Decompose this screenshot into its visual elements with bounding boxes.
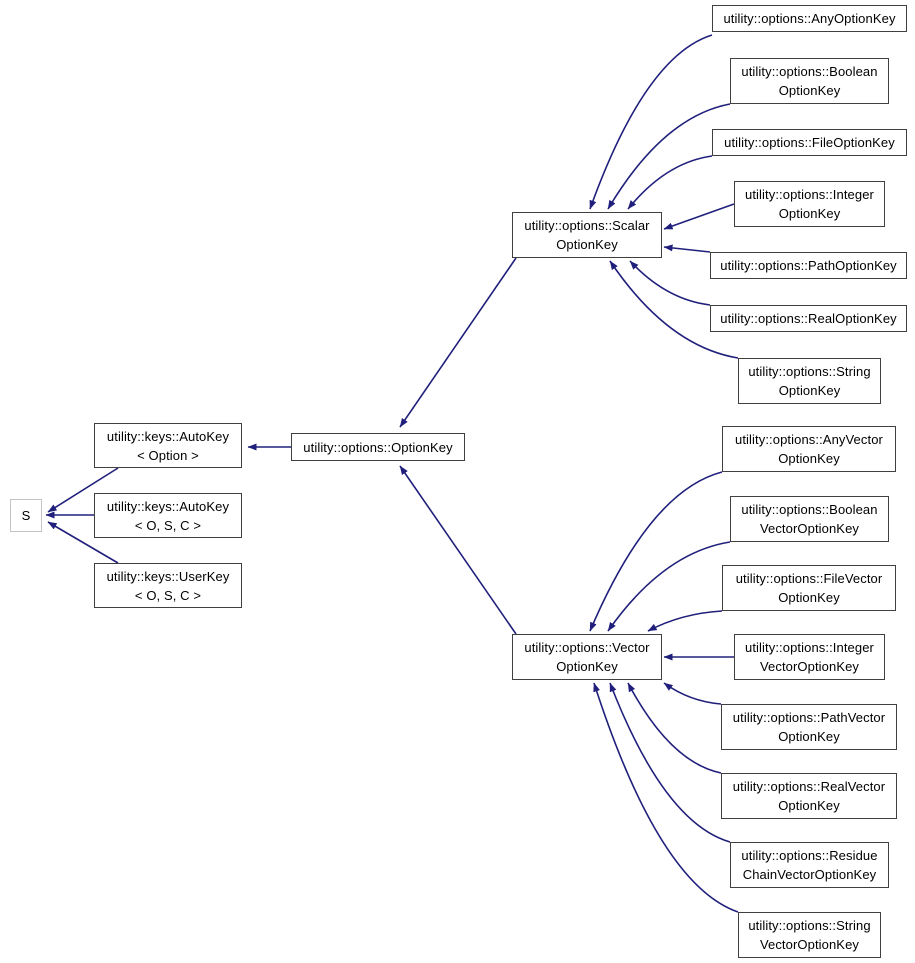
class-node-stringvector-optionkey[interactable]: utility::options::String VectorOptionKey [738,912,881,958]
inheritance-edge [627,155,713,210]
inheritance-edge [607,103,731,210]
class-node-label: utility::keys::UserKey < O, S, C > [106,568,230,603]
class-node-label: utility::options::PathVector OptionKey [732,710,886,744]
class-node-label: utility::options::Boolean VectorOptionKe… [741,502,878,536]
class-node-integervector-optionkey[interactable]: utility::options::Integer VectorOptionKe… [734,634,885,680]
class-node-path-optionkey[interactable]: utility::options::PathOptionKey [710,252,907,279]
class-node-booleanvector-optionkey[interactable]: utility::options::Boolean VectorOptionKe… [730,496,889,542]
class-node-label: utility::options::RealVector OptionKey [732,779,886,813]
class-node-anyvector-optionkey[interactable]: utility::options::AnyVector OptionKey [722,426,896,472]
class-node-userkey-osc[interactable]: utility::keys::UserKey < O, S, C > [94,563,242,608]
class-node-label: utility::options::PathOptionKey [720,258,897,273]
inheritance-edge [399,257,517,428]
class-node-file-optionkey[interactable]: utility::options::FileOptionKey [712,129,907,156]
class-node-integer-optionkey[interactable]: utility::options::Integer OptionKey [734,181,885,227]
inheritance-edge [589,471,723,632]
class-node-label: utility::options::AnyVector OptionKey [735,432,883,466]
class-node-s[interactable]: S [10,499,42,532]
inheritance-edge [609,682,731,843]
class-node-label: S [21,508,31,523]
inheritance-edge [629,260,711,306]
class-node-label: utility::options::FileVector OptionKey [735,571,883,605]
inheritance-edge [399,465,517,635]
class-node-label: utility::options::Scalar OptionKey [524,218,650,252]
class-node-label: utility::options::Integer OptionKey [745,187,874,221]
class-node-label: utility::options::FileOptionKey [724,135,895,150]
inheritance-edge [647,610,723,632]
class-node-real-optionkey[interactable]: utility::options::RealOptionKey [710,305,907,332]
class-node-boolean-optionkey[interactable]: utility::options::Boolean OptionKey [730,58,889,104]
class-node-label: utility::options::Vector OptionKey [524,640,650,674]
class-node-label: utility::options::RealOptionKey [720,311,897,326]
class-node-residuechainvector-optionkey[interactable]: utility::options::Residue ChainVectorOpt… [730,842,889,888]
class-node-filevector-optionkey[interactable]: utility::options::FileVector OptionKey [722,565,896,611]
class-node-label: utility::options::String OptionKey [748,364,871,398]
inheritance-edge [627,682,722,774]
class-node-label: utility::options::OptionKey [303,439,453,455]
class-node-realvector-optionkey[interactable]: utility::options::RealVector OptionKey [721,773,897,819]
class-node-scalar-optionkey[interactable]: utility::options::Scalar OptionKey [512,212,662,258]
inheritance-edge [663,203,735,230]
inheritance-edge [663,244,711,253]
inheritance-edge [663,682,722,705]
inheritance-edge [593,682,739,913]
class-node-string-optionkey[interactable]: utility::options::String OptionKey [738,358,881,404]
class-node-vector-optionkey[interactable]: utility::options::Vector OptionKey [512,634,662,680]
class-node-optionkey[interactable]: utility::options::OptionKey [291,433,465,461]
class-node-label: utility::keys::AutoKey < Option > [106,428,230,463]
class-node-label: utility::options::String VectorOptionKey [748,918,871,952]
class-node-any-optionkey[interactable]: utility::options::AnyOptionKey [712,5,907,32]
class-node-pathvector-optionkey[interactable]: utility::options::PathVector OptionKey [721,704,897,750]
class-node-label: utility::options::Residue ChainVectorOpt… [741,848,878,882]
class-node-autokey-option[interactable]: utility::keys::AutoKey < Option > [94,423,242,468]
class-node-label: utility::keys::AutoKey < O, S, C > [106,498,230,533]
class-node-autokey-osc[interactable]: utility::keys::AutoKey < O, S, C > [94,493,242,538]
class-node-label: utility::options::AnyOptionKey [723,11,896,26]
inheritance-edge [589,34,713,210]
inheritance-edge [607,541,731,632]
class-node-label: utility::options::Boolean OptionKey [741,64,878,98]
class-node-label: utility::options::Integer VectorOptionKe… [745,640,874,674]
